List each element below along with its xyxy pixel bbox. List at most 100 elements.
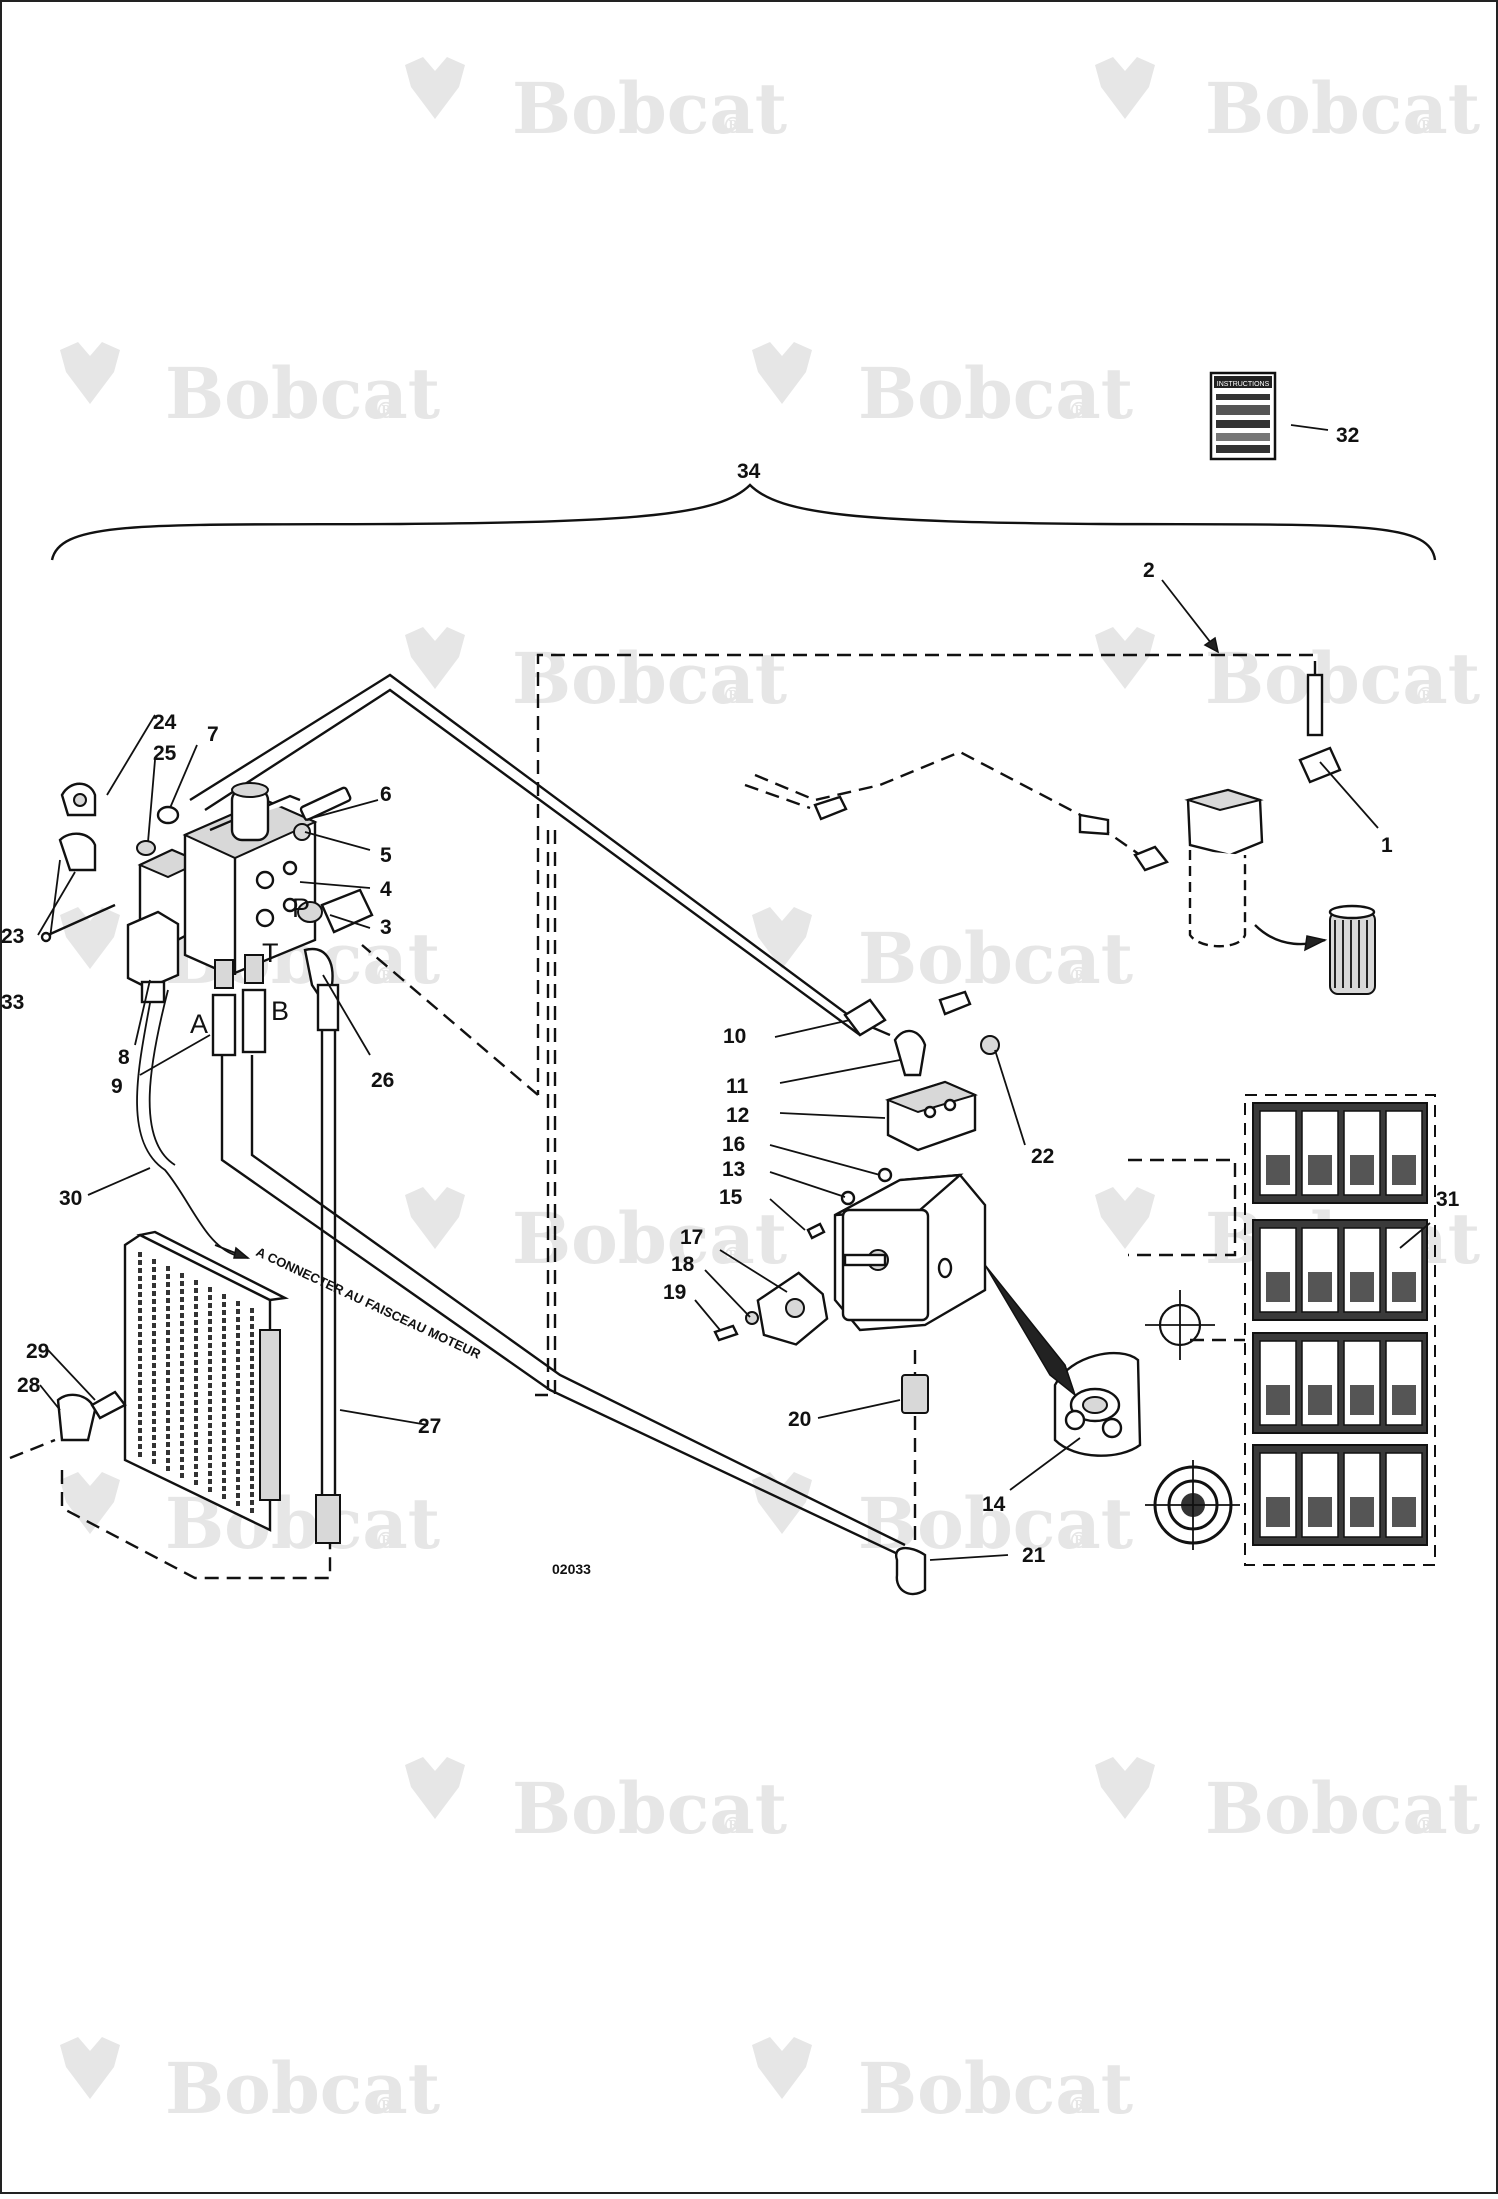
fin-mark: [138, 1372, 142, 1377]
fin-mark: [180, 1401, 184, 1406]
fin-mark: [166, 1346, 170, 1351]
fin-mark: [138, 1420, 142, 1425]
callout-2: 2: [1143, 559, 1155, 582]
svg-text:®: ®: [1415, 1813, 1437, 1839]
watermark: Bobcat ®: [60, 1472, 440, 1565]
fin-mark: [180, 1465, 184, 1470]
svg-text:®: ®: [722, 1813, 744, 1839]
fin-mark: [222, 1342, 226, 1347]
port-b-label: B: [271, 996, 289, 1026]
fin-mark: [194, 1312, 198, 1317]
fin-mark: [166, 1314, 170, 1319]
fin-mark: [152, 1283, 156, 1288]
bobcat-logo-icon: [1095, 57, 1155, 119]
fin-mark: [166, 1354, 170, 1359]
fin-mark: [222, 1478, 226, 1483]
fin-mark: [194, 1480, 198, 1485]
callout-18: 18: [671, 1253, 695, 1276]
switch-panels: [1244, 1094, 1436, 1566]
bobcat-logo-icon: [752, 342, 812, 404]
switch-symbol-icon: [1392, 1385, 1416, 1415]
fin-mark: [194, 1368, 198, 1373]
fin-mark: [250, 1316, 254, 1321]
fin-mark: [152, 1371, 156, 1376]
fin-mark: [236, 1341, 240, 1346]
watermark: Bobcat ®: [1095, 1757, 1480, 1850]
watermark: Bobcat ®: [752, 1472, 1133, 1565]
fin-mark: [138, 1348, 142, 1353]
fin-mark: [166, 1306, 170, 1311]
fin-mark: [194, 1304, 198, 1309]
fin-mark: [194, 1336, 198, 1341]
oil-cooler: [56, 1230, 341, 1544]
fin-mark: [138, 1428, 142, 1433]
watermark: Bobcat ®: [405, 57, 787, 150]
callout-33: 33: [1, 991, 24, 1014]
fin-mark: [138, 1324, 142, 1329]
callout-1: 1: [1381, 834, 1393, 857]
fin-mark: [208, 1319, 212, 1324]
fin-mark: [138, 1268, 142, 1273]
fin-mark: [138, 1284, 142, 1289]
callout-10: 10: [723, 1025, 746, 1048]
leader-lines: [37, 424, 1431, 1561]
fin-mark: [152, 1315, 156, 1320]
cooler-fins: [138, 1252, 254, 1513]
fin-mark: [222, 1430, 226, 1435]
port-a-label: A: [190, 1009, 208, 1039]
fin-mark: [152, 1291, 156, 1296]
callout-15: 15: [719, 1186, 743, 1209]
callout-26: 26: [371, 1069, 394, 1092]
hose-lines: [9, 653, 1317, 1580]
switch-symbol-icon: [1308, 1272, 1332, 1302]
fin-mark: [194, 1344, 198, 1349]
bobcat-logo-icon: [60, 342, 120, 404]
fin-mark: [222, 1454, 226, 1459]
fin-mark: [138, 1388, 142, 1393]
fin-mark: [222, 1366, 226, 1371]
fin-mark: [180, 1273, 184, 1278]
fin-mark: [222, 1462, 226, 1467]
fin-mark: [152, 1443, 156, 1448]
fin-mark: [180, 1417, 184, 1422]
fin-mark: [236, 1437, 240, 1442]
filter-assembly: [813, 673, 1376, 995]
fin-mark: [166, 1274, 170, 1279]
fin-mark: [236, 1445, 240, 1450]
fin-mark: [138, 1412, 142, 1417]
callout-8: 8: [118, 1046, 130, 1069]
console-detail: [1145, 1290, 1240, 1550]
fin-mark: [180, 1473, 184, 1478]
fin-mark: [152, 1451, 156, 1456]
fin-mark: [180, 1313, 184, 1318]
fin-mark: [236, 1389, 240, 1394]
fin-mark: [222, 1318, 226, 1323]
callout-23: 23: [1, 925, 24, 948]
callout-12: 12: [726, 1104, 749, 1127]
fin-mark: [222, 1302, 226, 1307]
kit-brace: [50, 483, 1437, 561]
fin-mark: [222, 1398, 226, 1403]
fin-mark: [236, 1397, 240, 1402]
fin-mark: [208, 1423, 212, 1428]
svg-text:Bobcat: Bobcat: [858, 2047, 1133, 2130]
svg-text:®: ®: [1068, 1528, 1090, 1554]
switch-symbol-icon: [1350, 1385, 1374, 1415]
fin-mark: [166, 1290, 170, 1295]
valve-port-labels: P T A B: [190, 893, 310, 1039]
fin-mark: [222, 1310, 226, 1315]
fin-mark: [236, 1501, 240, 1506]
svg-text:®: ®: [375, 963, 397, 989]
fin-mark: [194, 1320, 198, 1325]
callout-13: 13: [722, 1158, 745, 1181]
fin-mark: [222, 1446, 226, 1451]
fin-mark: [250, 1420, 254, 1425]
fin-mark: [166, 1450, 170, 1455]
fin-mark: [166, 1370, 170, 1375]
callout-24: 24: [153, 711, 177, 734]
callout-16: 16: [722, 1133, 745, 1156]
fin-mark: [208, 1415, 212, 1420]
fin-mark: [194, 1416, 198, 1421]
fin-mark: [166, 1458, 170, 1463]
